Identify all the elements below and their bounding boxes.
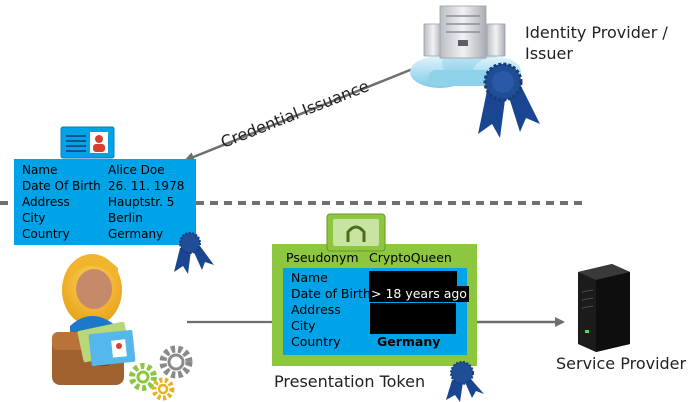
credential-id-icon — [60, 126, 115, 159]
token-seal-icon — [446, 361, 484, 402]
credential-field-name: Date Of Birth — [22, 179, 101, 193]
token-field-value: Germany — [377, 334, 441, 349]
token-field-name: Name — [291, 270, 328, 285]
token-field-value: > 18 years ago — [369, 286, 469, 302]
credential-seal-icon — [174, 232, 214, 274]
token-field-name: Address — [291, 302, 341, 317]
credential-fields: Name Alice Doe Date Of Birth 26. 11. 197… — [22, 162, 194, 242]
credential-field-value: Germany — [108, 227, 164, 241]
credential-field-name: Name — [22, 163, 58, 177]
token-card — [272, 244, 477, 366]
token-field-name: Date of Birth — [291, 286, 371, 301]
service-provider-label: Service Provider — [556, 354, 687, 373]
issuer-seal-icon — [478, 62, 540, 138]
user-icon — [62, 254, 122, 338]
pseudonym-value: CryptoQueen — [369, 250, 452, 265]
credential-field-value: 26. 11. 1978 — [108, 179, 185, 193]
issuer-label-line1: Identity Provider / — [525, 23, 668, 42]
token-field-name: Country — [291, 334, 341, 349]
credential-field-name: City — [22, 211, 46, 225]
token-field-name: City — [291, 318, 316, 333]
credential-card — [14, 159, 196, 245]
credential-field-name: Country — [22, 227, 70, 241]
gears-icon — [129, 345, 193, 401]
credential-field-value: Berlin — [108, 211, 143, 225]
issuer-server-icon — [423, 5, 506, 59]
pseudonym-label: Pseudonym — [286, 250, 359, 265]
wallet-icon — [52, 321, 136, 385]
credential-field-name: Address — [22, 195, 70, 209]
presentation-token-label: Presentation Token — [274, 372, 426, 391]
service-provider-server-icon — [578, 264, 630, 352]
credential-field-value: Hauptstr. 5 — [108, 195, 175, 209]
issuance-arrow — [184, 64, 421, 162]
issuer-label-line2: Issuer — [525, 44, 573, 63]
pseudonym-icon — [326, 213, 386, 252]
token-fields: Name Date of Birth > 18 years ago Addres… — [291, 270, 469, 350]
credential-field-value: Alice Doe — [108, 163, 165, 177]
